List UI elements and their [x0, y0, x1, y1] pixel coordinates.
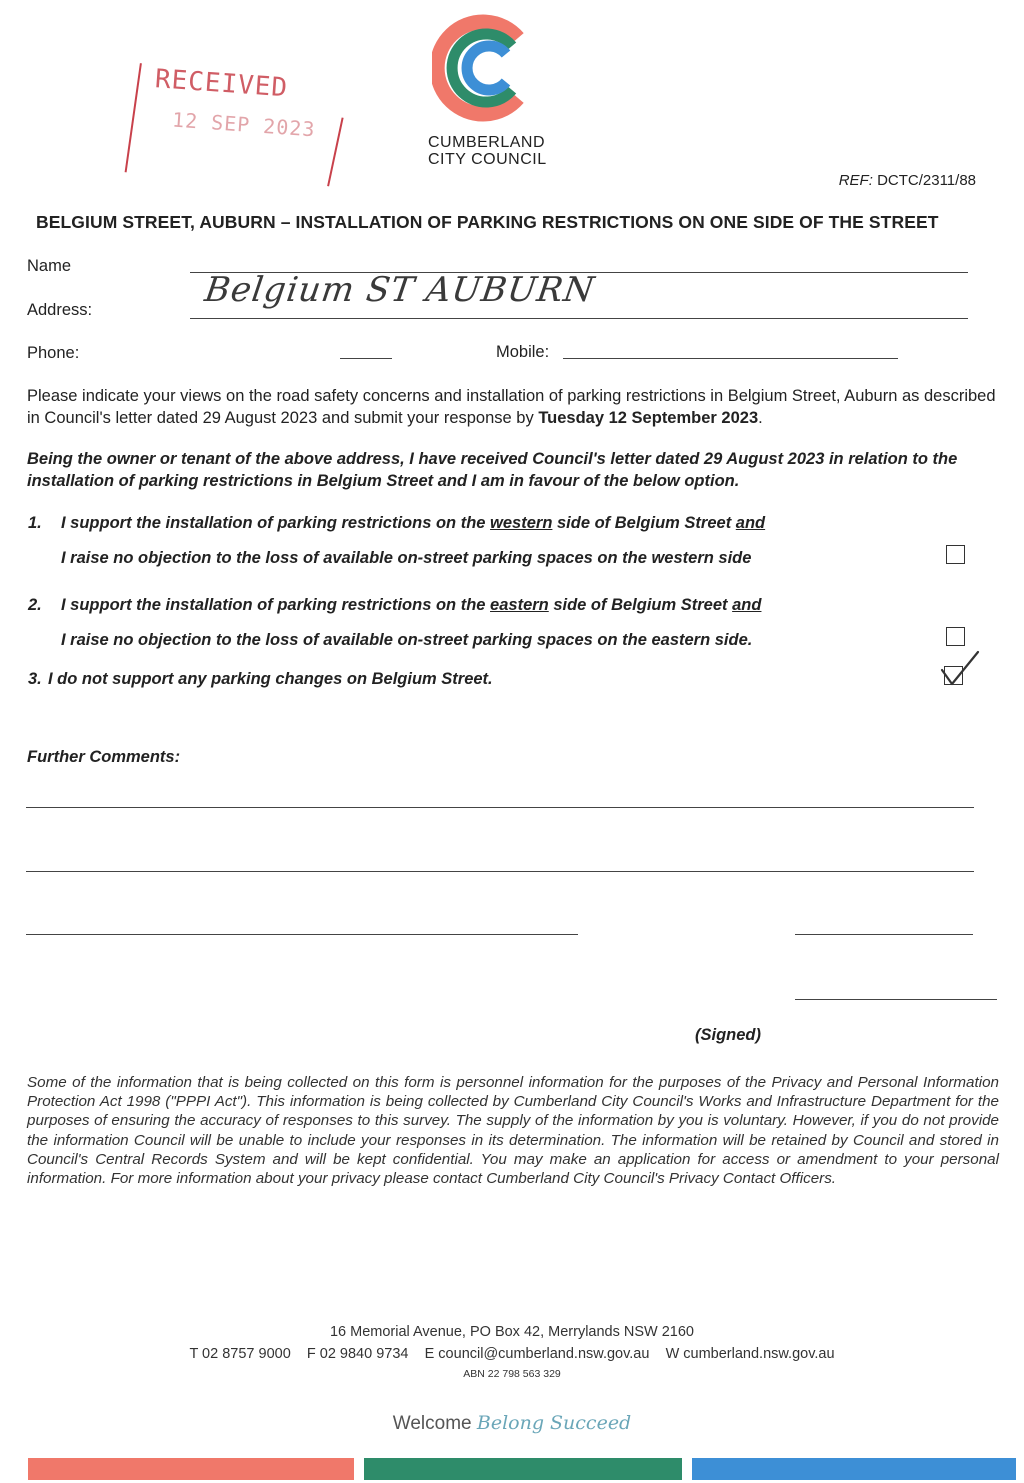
logo-line-2: CITY COUNCIL	[428, 151, 547, 168]
welcome-word: Welcome	[392, 1413, 472, 1434]
instructions-paragraph: Please indicate your views on the road s…	[27, 385, 1007, 429]
ref-label: REF:	[838, 172, 873, 189]
footer-bar-green	[364, 1458, 682, 1480]
received-stamp: RECEIVED 12 SEP 2023	[118, 52, 357, 198]
signature-line[interactable]	[795, 999, 997, 1000]
stamp-border-left	[124, 63, 142, 173]
instructions-end: .	[758, 409, 763, 427]
name-label: Name	[27, 257, 72, 275]
address-field[interactable]	[190, 318, 968, 319]
comments-line-1[interactable]	[26, 807, 974, 808]
mobile-label: Mobile:	[496, 343, 550, 361]
footer-welcome: Welcome Belong Succeed	[0, 1412, 1024, 1435]
instructions-deadline: Tuesday 12 September 2023	[538, 409, 759, 427]
option-1-side: western	[490, 514, 553, 532]
footer-bar-blue	[692, 1458, 1016, 1480]
address-label: Address:	[27, 301, 93, 319]
option-3-text: I do not support any parking changes on …	[48, 670, 493, 688]
footer-bar-orange	[28, 1458, 354, 1480]
address-handwriting: Belgium ST AUBURN	[202, 270, 598, 310]
logo-wordmark: CUMBERLAND CITY COUNCIL	[428, 134, 547, 168]
welcome-tagline: Belong Succeed	[476, 1412, 632, 1434]
footer-contacts: T 02 8757 9000 F 02 9840 9734 E council@…	[0, 1346, 1024, 1362]
option-1-pre: I support the installation of parking re…	[61, 514, 491, 532]
council-logo-icon	[432, 14, 524, 122]
footer-web[interactable]: W cumberland.nsw.gov.au	[665, 1346, 835, 1362]
option-1-post: side of Belgium Street	[552, 514, 736, 532]
option-3-number: 3.	[28, 670, 42, 688]
option-1-line-1: I support the installation of parking re…	[61, 514, 765, 533]
phone-label: Phone:	[27, 344, 80, 362]
privacy-statement: Some of the information that is being co…	[27, 1074, 999, 1188]
reference-number: REF: DCTC/2311/88	[839, 172, 976, 189]
mobile-field[interactable]	[563, 358, 898, 359]
option-2-number: 2.	[28, 596, 42, 614]
comments-line-4[interactable]	[795, 934, 973, 935]
option-2-post: side of Belgium Street	[548, 596, 733, 614]
stamp-date: 12 SEP 2023	[171, 107, 317, 142]
option-1-number: 1.	[28, 514, 42, 532]
signed-label: (Signed)	[695, 1026, 761, 1044]
option-2-line-2: I raise no objection to the loss of avai…	[61, 631, 753, 649]
stamp-border-right	[327, 117, 344, 187]
option-1-and: and	[735, 514, 766, 532]
comments-line-2[interactable]	[26, 871, 974, 872]
ref-value: DCTC/2311/88	[877, 172, 976, 189]
footer-address: 16 Memorial Avenue, PO Box 42, Merryland…	[329, 1324, 694, 1340]
footer-abn: ABN 22 798 563 329	[463, 1368, 561, 1380]
option-1-checkbox[interactable]	[946, 545, 965, 564]
instructions-text: Please indicate your views on the road s…	[27, 387, 996, 427]
option-2-pre: I support the installation of parking re…	[61, 596, 491, 614]
check-mark-icon	[940, 650, 980, 686]
footer-phone: T 02 8757 9000	[189, 1346, 291, 1362]
footer-email[interactable]: E council@cumberland.nsw.gov.au	[424, 1346, 650, 1362]
comments-line-3[interactable]	[26, 934, 578, 935]
page-title: BELGIUM STREET, AUBURN – INSTALLATION OF…	[36, 212, 939, 232]
declaration-paragraph: Being the owner or tenant of the above a…	[27, 450, 958, 490]
footer-fax: F 02 9840 9734	[306, 1346, 409, 1362]
logo-line-1: CUMBERLAND	[428, 134, 546, 151]
stamp-word: RECEIVED	[153, 64, 289, 104]
comments-label: Further Comments:	[27, 748, 181, 766]
option-2-line-1: I support the installation of parking re…	[61, 596, 761, 615]
name-field[interactable]	[190, 272, 968, 273]
option-2-side: eastern	[490, 596, 549, 614]
option-2-checkbox[interactable]	[946, 627, 965, 646]
phone-field[interactable]	[340, 358, 392, 359]
option-1-line-2: I raise no objection to the loss of avai…	[61, 549, 752, 567]
option-2-and: and	[732, 596, 762, 614]
